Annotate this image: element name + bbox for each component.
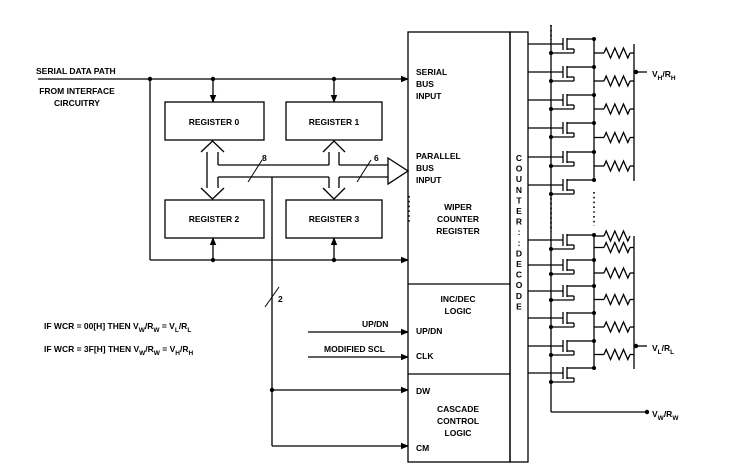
wiper-junction-dot <box>549 272 553 276</box>
register-1-label: REGISTER 1 <box>309 117 360 127</box>
decoder-letter: E <box>516 301 522 311</box>
parallel-bus-input-3: INPUT <box>416 175 442 185</box>
wiper-counter-register-1: WIPER <box>444 202 472 212</box>
vh-label: VH/RH <box>652 69 676 82</box>
circuitry-label: CIRCUITRY <box>54 98 100 108</box>
bus-width-6: 6 <box>374 153 379 163</box>
decoder-letter: O <box>516 164 523 174</box>
ladder-resistor <box>603 266 631 280</box>
ladder-resistor <box>603 74 631 88</box>
decoder-letter: D <box>516 291 522 301</box>
ladder-resistor <box>603 159 631 173</box>
wiper-junction-dot <box>549 79 553 83</box>
wiper-counter-register-2: COUNTER <box>437 214 479 224</box>
counter-decode-box <box>509 31 529 463</box>
register-0-label: REGISTER 0 <box>189 117 240 127</box>
parallel-bus-input-2: BUS <box>416 163 434 173</box>
register-1-box <box>285 101 383 141</box>
bus-slash-8 <box>247 159 263 183</box>
from-interface-label: FROM INTERFACE <box>39 86 115 96</box>
decoder-letter: R <box>516 217 522 227</box>
ladder-resistor <box>603 240 631 255</box>
dw-pin-label: DW <box>416 386 431 396</box>
serial-bus-input-1: SERIAL <box>416 67 447 77</box>
wiper-junction-dot <box>549 380 553 384</box>
ladder-resistor <box>603 292 631 307</box>
decoder-letter: T <box>516 195 522 205</box>
serial-data-path-label: SERIAL DATA PATH <box>36 66 116 76</box>
serial-bus-input-2: BUS <box>416 79 434 89</box>
vw-label: VW/RW <box>652 409 679 422</box>
wiper-junction-dot <box>549 247 553 251</box>
wiper-junction-dot <box>549 298 553 302</box>
decoder-letter: E <box>516 206 522 216</box>
decoder-letter: O <box>516 280 523 290</box>
ladder-resistor <box>603 347 631 362</box>
register-2-label: REGISTER 2 <box>189 214 240 224</box>
vl-label: VL/RL <box>652 343 674 356</box>
modified-scl-label: MODIFIED SCL <box>324 344 385 354</box>
wiper-junction-dot <box>549 107 553 111</box>
ladder-resistor <box>603 320 631 334</box>
incdec-title-1: INC/DEC <box>441 294 476 304</box>
bus-slash-2 <box>264 286 280 308</box>
ladder-resistor <box>603 46 631 60</box>
decoder-letter: U <box>516 174 522 184</box>
wiper-junction-dot <box>549 51 553 55</box>
resistor-ladder <box>528 25 635 412</box>
register-3-box <box>285 199 383 239</box>
decoder-letter: E <box>516 259 522 269</box>
updn-input-label: UP/DN <box>362 319 388 329</box>
decoder-letter: C <box>516 270 522 280</box>
register-0-box <box>164 101 265 141</box>
bus-width-2: 2 <box>278 294 283 304</box>
condition-wcr-3f: IF WCR = 3F[H] THEN VW/RW = VH/RH <box>44 344 194 357</box>
vl-terminal <box>633 343 639 349</box>
vw-terminal <box>644 409 650 415</box>
wiper-junction-dot <box>549 192 553 196</box>
cascade-title-2: CONTROL <box>437 416 479 426</box>
ladder-resistor <box>603 130 631 145</box>
vh-terminal <box>633 69 639 75</box>
condition-wcr-00: IF WCR = 00[H] THEN VW/RW = VL/RL <box>44 321 191 334</box>
register-2-box <box>164 199 265 239</box>
serial-bus-input-3: INPUT <box>416 91 442 101</box>
register-3-label: REGISTER 3 <box>309 214 360 224</box>
bus-slash-6 <box>356 159 372 183</box>
decoder-letter: D <box>516 248 522 258</box>
wiper-junction-dot <box>549 135 553 139</box>
updn-pin-label: UP/DN <box>416 326 442 336</box>
parallel-bus-input-1: PARALLEL <box>416 151 461 161</box>
ladder-resistor <box>603 229 631 243</box>
decoder-letter: : <box>518 227 521 237</box>
ladder-resistor <box>603 102 631 116</box>
incdec-title-2: LOGIC <box>445 306 472 316</box>
decoder-letter: N <box>516 185 522 195</box>
bus-width-8: 8 <box>262 153 267 163</box>
wiper-junction-dot <box>549 325 553 329</box>
decoder-letter: C <box>516 153 522 163</box>
wiper-counter-register-3: REGISTER <box>436 226 479 236</box>
clk-pin-label: CLK <box>416 351 434 361</box>
wiper-junction-dot <box>549 353 553 357</box>
decoder-letter: : <box>518 238 521 248</box>
cascade-title-3: LOGIC <box>445 428 472 438</box>
cascade-title-1: CASCADE <box>437 404 479 414</box>
parallel-bus <box>200 140 410 200</box>
cm-pin-label: CM <box>416 443 429 453</box>
wiper-junction-dot <box>549 164 553 168</box>
